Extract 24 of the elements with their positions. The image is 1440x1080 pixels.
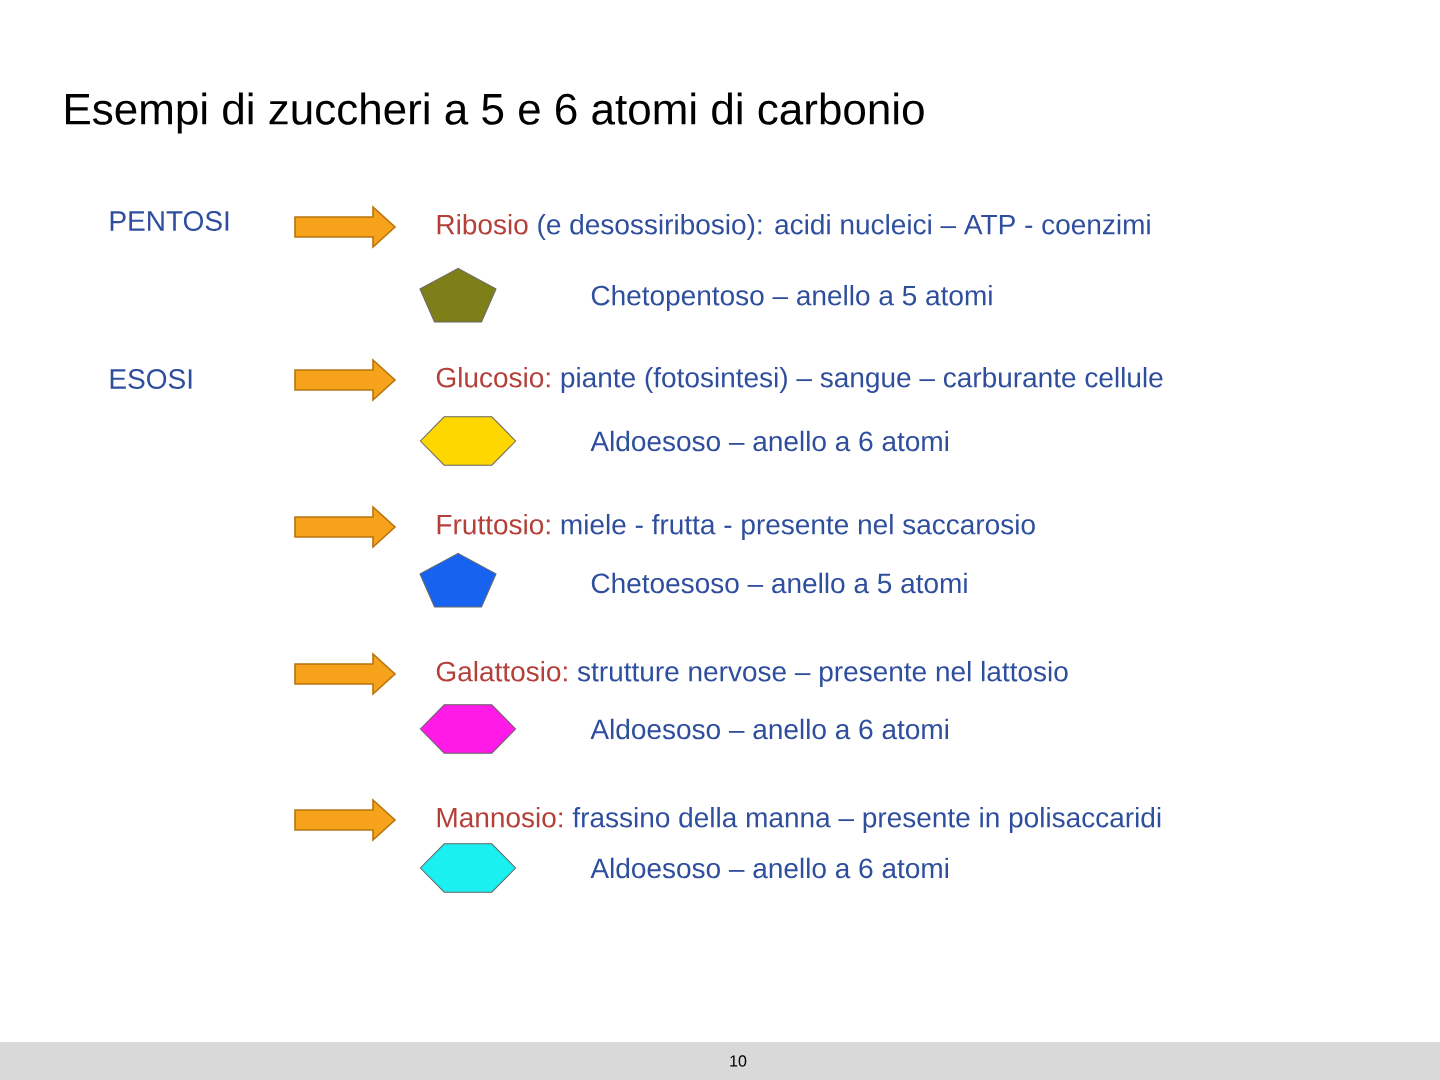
category-label: ESOSI (110, 369, 192, 389)
pentagon-icon (419, 552, 497, 608)
block-arrow (294, 358, 397, 402)
shape-caption: Chetoesoso – anello a 5 atomi (591, 572, 967, 594)
block-arrow (294, 798, 397, 842)
category-label: PENTOSI (110, 211, 229, 231)
sugar-description: Galattosio: strutture nervose – presente nel lattosio (436, 660, 1068, 688)
sugar-description: Glucosio: piante (fotosintesi) – sangue – carburante cellule (436, 366, 1163, 394)
hexagon-icon (419, 704, 517, 754)
sugar-description: Mannosio: frassino della manna – presente in polisaccaridi (437, 806, 1161, 834)
shape-caption: Chetopentoso – anello a 5 atomi (591, 284, 992, 312)
sugar-description: Ribosio (e desossiribosio): acidi nucleici – ATP - coenzimi (437, 213, 1150, 241)
block-arrow (294, 505, 397, 549)
hexagon-icon (419, 843, 517, 893)
block-arrow (294, 205, 397, 249)
shape-caption: Aldoesoso – anello a 6 atomi (590, 430, 948, 452)
shape-caption: Aldoesoso – anello a 6 atomi (590, 857, 948, 879)
shape-caption: Aldoesoso – anello a 6 atomi (590, 718, 948, 740)
block-arrow (294, 652, 397, 696)
page-number: 10 (730, 1055, 747, 1067)
slide-title: Esempi di zuccheri a 5 e 6 atomi di carbonio (66, 92, 924, 134)
pentagon-icon (419, 267, 497, 323)
sugar-description: Fruttosio: miele - frutta - presente nel saccarosio (437, 513, 1035, 541)
hexagon-icon (419, 416, 517, 466)
